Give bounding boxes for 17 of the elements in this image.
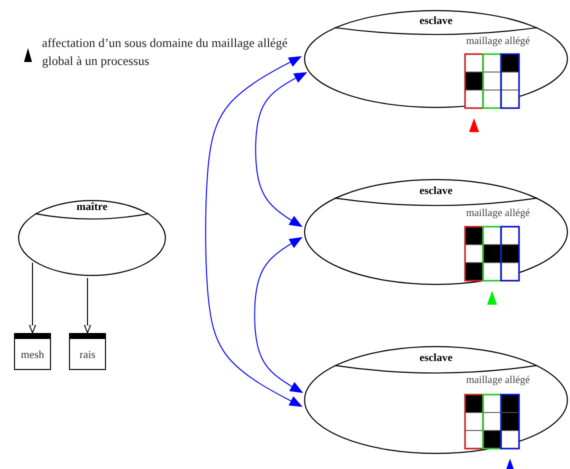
mesh-label: maillage allégé: [465, 36, 531, 48]
file-box: [14, 333, 51, 370]
mesh-label: maillage allégé: [465, 375, 531, 386]
process-title: esclave: [418, 352, 454, 364]
file-label: mesh: [20, 349, 46, 361]
file-box: [69, 333, 106, 370]
process-title: esclave: [418, 14, 454, 27]
arrow: [28, 262, 36, 334]
arrow: [254, 237, 303, 393]
arrow: [205, 56, 302, 407]
mesh-label: maillage allégé: [465, 208, 531, 219]
file-label: rais: [78, 349, 96, 361]
process-title: maître: [76, 200, 108, 213]
legend-text: affectation d’un sous domaine du maillage allégé global à un processus: [42, 35, 289, 70]
arrow: [84, 277, 92, 334]
process-title: esclave: [418, 185, 454, 198]
arrow: [255, 72, 307, 227]
